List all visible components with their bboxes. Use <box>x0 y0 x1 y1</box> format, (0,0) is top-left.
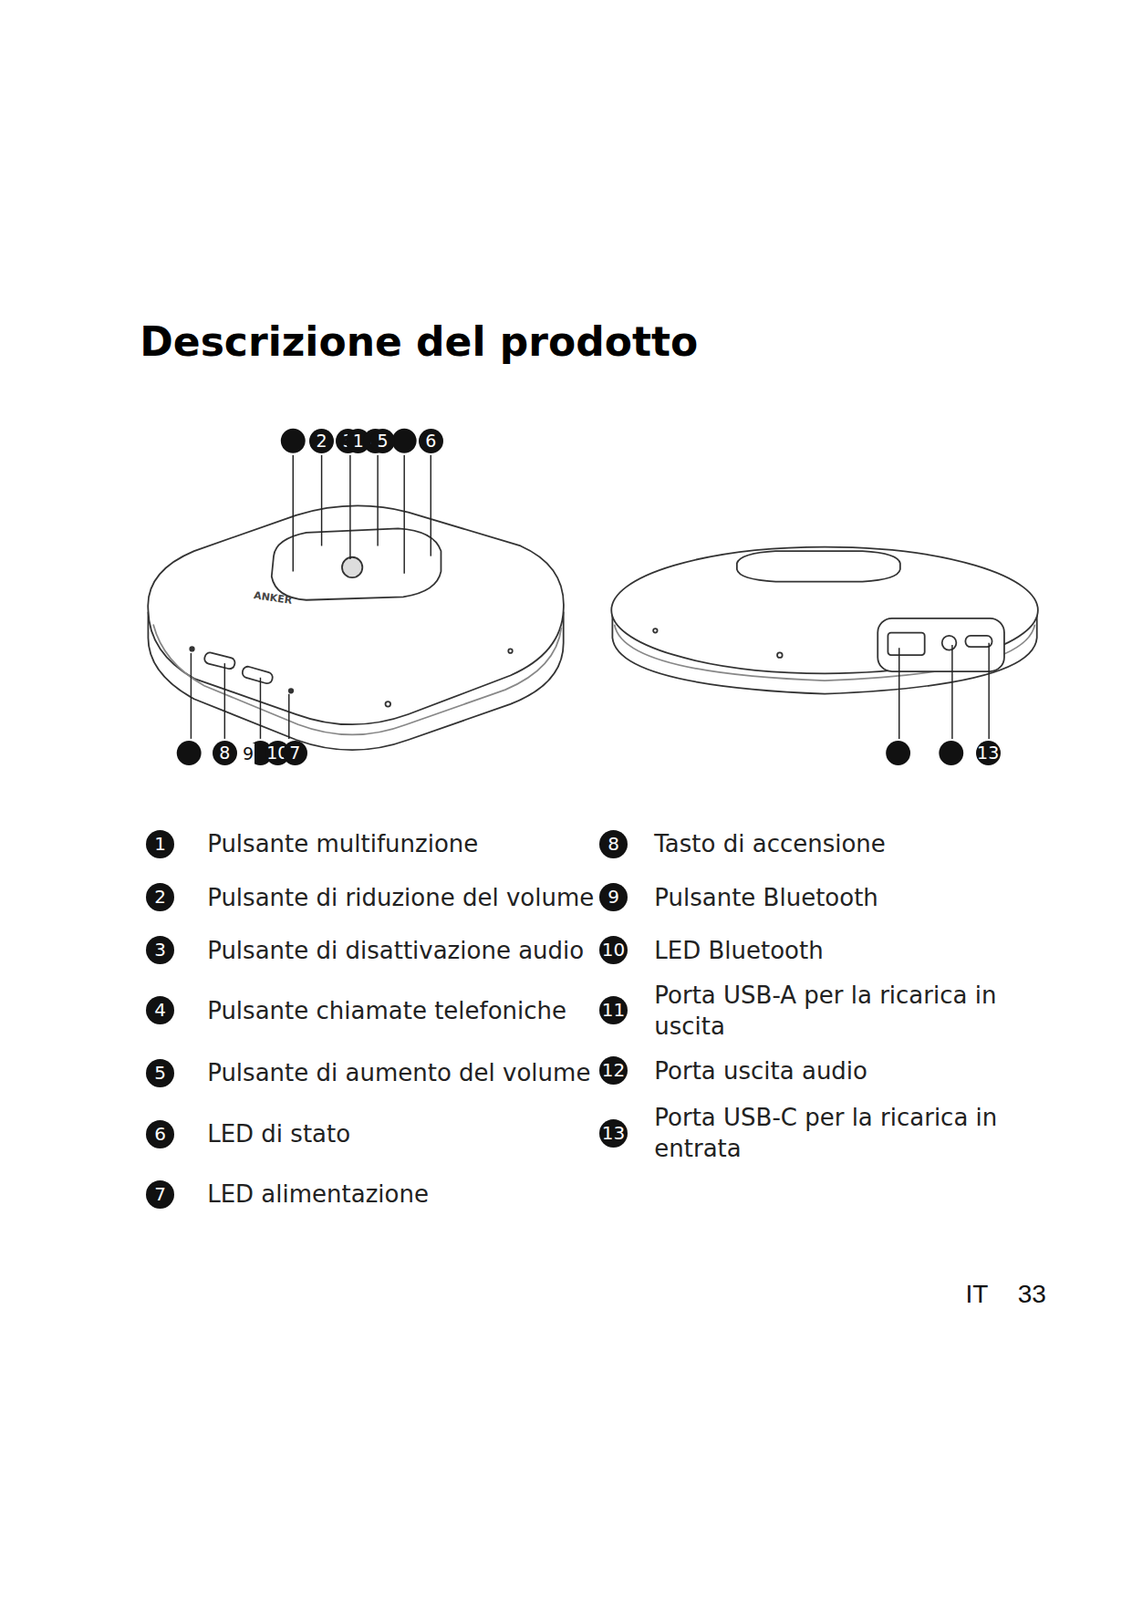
button-panel <box>737 550 901 582</box>
bluetooth-button <box>240 664 274 685</box>
button-panel <box>271 528 442 600</box>
part-name: Pulsante multifunzione <box>207 828 478 860</box>
callout-number: 2 <box>145 882 175 912</box>
power-button <box>203 651 237 670</box>
callout-number: 5 <box>145 1059 175 1088</box>
speaker-edge <box>153 624 561 736</box>
callout-number: 8 <box>599 830 628 859</box>
callout-number: 6 <box>418 428 444 454</box>
part-name: LED di stato <box>207 1118 351 1150</box>
part-name: Pulsante di disattivazione audio <box>207 934 584 966</box>
callout-number: 11 <box>599 996 628 1025</box>
part-name: Pulsante di riduzione del volume <box>207 882 594 914</box>
callout-number: 7 <box>145 1180 175 1209</box>
usb-a-port <box>887 633 925 656</box>
part-name: Pulsante chiamate telefoniche <box>207 995 567 1027</box>
part-name: LED Bluetooth <box>654 934 823 966</box>
part-name: Porta USB-A per la ricarica in uscita <box>654 979 1001 1042</box>
part-name: Porta uscita audio <box>654 1055 868 1087</box>
callout-number: 13 <box>976 740 1001 766</box>
callout-number: 9 <box>599 882 628 912</box>
page-number: 33 <box>1017 1279 1047 1309</box>
callout-number: 6 <box>145 1120 175 1149</box>
language-code: IT <box>965 1279 989 1309</box>
callout-number: 1 <box>145 830 175 859</box>
page-title: Descrizione del prodotto <box>139 318 698 365</box>
part-name: Pulsante di aumento del volume <box>207 1057 591 1089</box>
leader-lines <box>190 455 989 739</box>
hole <box>653 628 657 633</box>
part-name: LED alimentazione <box>207 1178 429 1210</box>
callout-number: 12 <box>599 1056 628 1085</box>
blank-callouts <box>176 428 964 766</box>
audio-jack <box>942 635 957 651</box>
speaker-top <box>611 547 1039 675</box>
callout-number: 10 <box>599 935 628 965</box>
bluetooth-led <box>289 688 293 693</box>
usb-c-port <box>965 635 992 647</box>
callout-number: 13 <box>599 1119 628 1148</box>
power-led <box>189 646 194 651</box>
callout-number: 5 <box>370 428 395 454</box>
callout-number: 9 <box>241 743 255 764</box>
port-panel <box>877 618 1005 672</box>
part-name: Tasto di accensione <box>654 828 886 860</box>
part-name: Pulsante Bluetooth <box>654 882 879 914</box>
callout-number: 7 <box>282 740 308 766</box>
callout-number: 4 <box>145 996 175 1025</box>
mute-button <box>342 557 363 578</box>
hole <box>508 648 512 653</box>
callout-number: 8 <box>212 740 238 766</box>
hole <box>385 701 392 707</box>
callout-number: 2 <box>309 428 334 454</box>
callout-number: 3 <box>145 935 175 965</box>
hole <box>777 652 783 658</box>
part-name: Porta USB-C per la ricarica in entrata <box>654 1101 1001 1164</box>
